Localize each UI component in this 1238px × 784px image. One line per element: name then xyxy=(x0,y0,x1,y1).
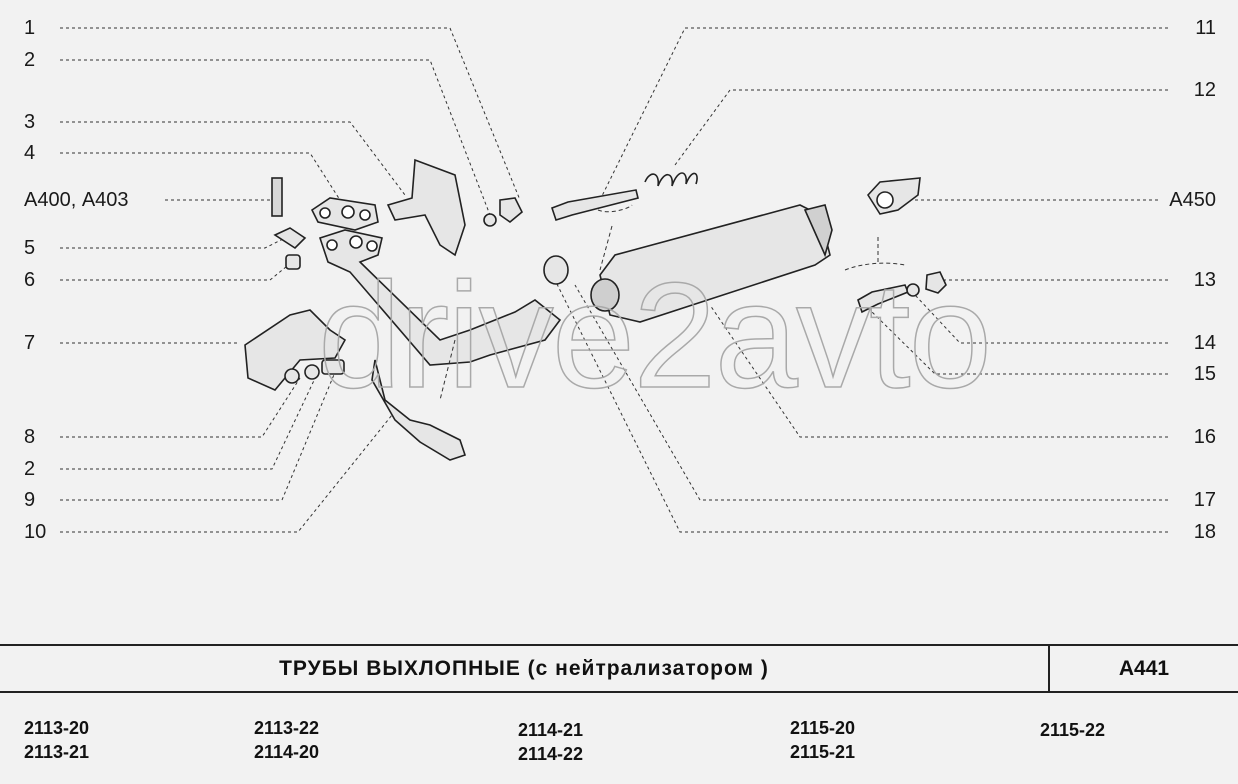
callout-8: 8 xyxy=(24,426,36,448)
callout-7: 7 xyxy=(24,332,36,354)
catalog-code: А441 xyxy=(1118,656,1170,680)
nut-icon xyxy=(499,197,523,224)
parts xyxy=(244,158,947,461)
model-code: 2113-21 xyxy=(24,742,90,762)
leader-lines xyxy=(60,27,1168,533)
callout-2b: 2 xyxy=(24,458,36,480)
callout-10: 10 xyxy=(24,521,47,543)
heat-shield-icon xyxy=(386,158,466,257)
stud-icon xyxy=(271,177,283,217)
model-code: 2115-21 xyxy=(790,742,856,762)
model-code: 2115-22 xyxy=(1040,720,1106,740)
spring-icon xyxy=(644,172,698,187)
catalytic-converter-icon xyxy=(599,204,831,323)
model-list: 2113-20 2113-21 2113-22 2114-20 2114-21 … xyxy=(0,712,1238,772)
callout-6: 6 xyxy=(24,269,36,291)
bolt-icon xyxy=(321,359,345,375)
seal-ring-icon xyxy=(543,255,569,285)
nut-icon xyxy=(285,254,301,270)
callout-2: 2 xyxy=(24,49,36,71)
model-code: 2114-20 xyxy=(254,742,320,762)
flange-icon xyxy=(866,177,921,215)
callout-3: 3 xyxy=(24,111,36,133)
callout-15: 15 xyxy=(1193,363,1216,385)
model-code: 2115-20 xyxy=(790,718,856,738)
exhaust-parts-diagram: drive2avto 1 2 3 4 А400, А403 5 6 7 8 2 … xyxy=(24,17,1216,543)
callout-a400-a403: А400, А403 xyxy=(24,189,129,211)
model-code: 2113-22 xyxy=(254,718,320,738)
page-title: ТРУБЫ ВЫХЛОПНЫЕ (с нейтрализатором ) xyxy=(0,646,1050,691)
callout-a450: А450 xyxy=(1169,189,1216,211)
model-code: 2113-20 xyxy=(24,718,90,738)
front-pipe-icon xyxy=(318,229,562,366)
callout-16: 16 xyxy=(1193,426,1216,448)
callout-4: 4 xyxy=(24,142,36,164)
model-code: 2114-21 xyxy=(518,720,584,740)
callout-11: 11 xyxy=(1195,17,1216,39)
plate-icon xyxy=(273,227,307,250)
callout-14: 14 xyxy=(1193,332,1216,354)
watermark: drive2avto xyxy=(317,251,993,419)
callout-9: 9 xyxy=(24,489,36,511)
bracket-icon xyxy=(244,309,347,391)
title-bar: ТРУБЫ ВЫХЛОПНЫЕ (с нейтрализатором ) А44… xyxy=(0,644,1238,693)
callout-12: 12 xyxy=(1193,79,1216,101)
lock-washer-icon xyxy=(304,364,320,380)
callout-1: 1 xyxy=(24,17,36,39)
long-bolt-icon xyxy=(550,189,639,221)
callout-17: 17 xyxy=(1193,489,1216,511)
nut-icon xyxy=(925,271,947,294)
callout-18: 18 xyxy=(1193,521,1216,543)
diagram-drawing xyxy=(60,27,1168,533)
assembly-arrows xyxy=(439,204,906,401)
oxygen-sensor-icon xyxy=(371,359,467,461)
callout-13: 13 xyxy=(1193,269,1216,291)
model-code: 2114-22 xyxy=(518,744,584,764)
callout-5: 5 xyxy=(24,237,36,259)
washer-icon xyxy=(906,283,920,297)
washer-icon xyxy=(284,368,300,384)
lock-washer-icon xyxy=(483,213,497,227)
